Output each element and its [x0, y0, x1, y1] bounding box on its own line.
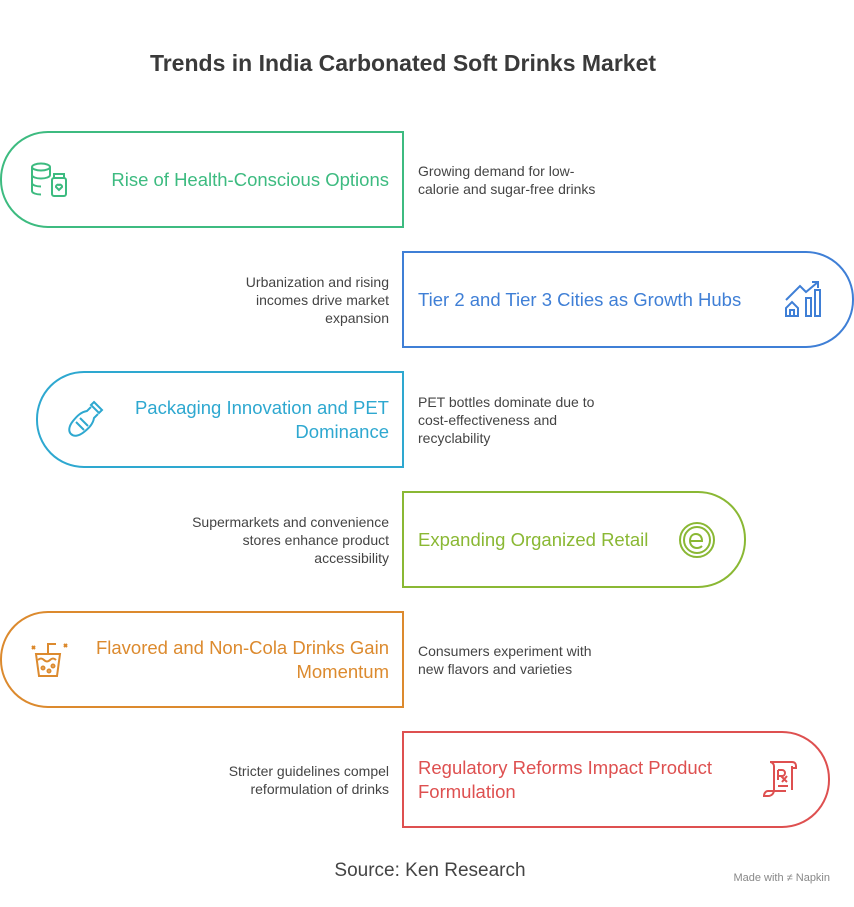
trend-label-health-conscious: Rise of Health-Conscious Options	[111, 169, 389, 190]
growth-chart-house-icon	[785, 281, 821, 317]
label-line: Packaging Innovation and PET	[134, 397, 389, 418]
e-commerce-icon	[679, 522, 715, 558]
label-line: Momentum	[296, 661, 389, 682]
desc-line: Growing demand for low-	[418, 163, 575, 179]
trend-desc-organized-retail: Supermarkets and convenience stores enha…	[150, 513, 389, 567]
desc-line: incomes drive market	[255, 292, 389, 308]
label-line: Dominance	[295, 421, 389, 442]
desc-line: expansion	[325, 310, 389, 326]
desc-line: recyclability	[418, 430, 491, 446]
desc-line: new flavors and varieties	[418, 661, 573, 677]
made-with-credit[interactable]: Made with ≠ Napkin	[733, 872, 830, 884]
prescription-icon	[762, 761, 797, 797]
trend-box-flavored-drinks	[0, 611, 404, 708]
diagram-title: Trends in India Carbonated Soft Drinks M…	[149, 50, 657, 76]
trend-label-flavored-drinks: Flavored and Non-Cola Drinks Gain Moment…	[60, 636, 389, 684]
trend-box-tier-cities	[402, 251, 854, 348]
trend-desc-packaging: PET bottles dominate due to cost-effecti…	[418, 393, 594, 447]
trend-label-regulatory: Regulatory Reforms Impact Product Formul…	[418, 756, 758, 804]
trend-desc-regulatory: Stricter guidelines compel reformulation…	[170, 762, 389, 798]
trend-desc-flavored-drinks: Consumers experiment with new flavors an…	[418, 642, 592, 678]
trend-desc-health-conscious: Growing demand for low- calorie and suga…	[418, 162, 595, 198]
label-line: Flavored and Non-Cola Drinks Gain	[95, 637, 389, 658]
trend-box-health-conscious	[0, 131, 404, 228]
desc-line: PET bottles dominate due to	[418, 394, 595, 410]
trend-box-organized-retail	[402, 491, 746, 588]
desc-line: Consumers experiment with	[418, 643, 592, 659]
trend-desc-tier-cities: Urbanization and rising incomes drive ma…	[160, 273, 389, 327]
bottle-icon	[68, 400, 104, 437]
desc-line: Urbanization and rising	[245, 274, 389, 290]
trend-box-packaging	[36, 371, 404, 468]
source-note: Source: Ken Research	[334, 860, 526, 881]
label-line: Regulatory Reforms Impact Product	[418, 757, 713, 778]
trend-label-tier-cities: Tier 2 and Tier 3 Cities as Growth Hubs	[418, 289, 742, 310]
desc-line: accessibility	[314, 550, 389, 566]
desc-line: Supermarkets and convenience	[192, 514, 389, 530]
desc-line: reformulation of drinks	[250, 781, 389, 797]
trend-label-organized-retail: Expanding Organized Retail	[418, 529, 649, 550]
desc-line: stores enhance product	[242, 532, 389, 548]
label-line: Formulation	[418, 781, 516, 802]
bubble-tea-icon	[31, 643, 68, 677]
trend-box-regulatory	[402, 731, 830, 828]
database-jar-icon	[31, 162, 67, 197]
trend-label-packaging: Packaging Innovation and PET Dominance	[100, 396, 389, 444]
desc-line: cost-effectiveness and	[418, 412, 558, 428]
desc-line: calorie and sugar-free drinks	[418, 181, 596, 197]
desc-line: Stricter guidelines compel	[228, 763, 389, 779]
